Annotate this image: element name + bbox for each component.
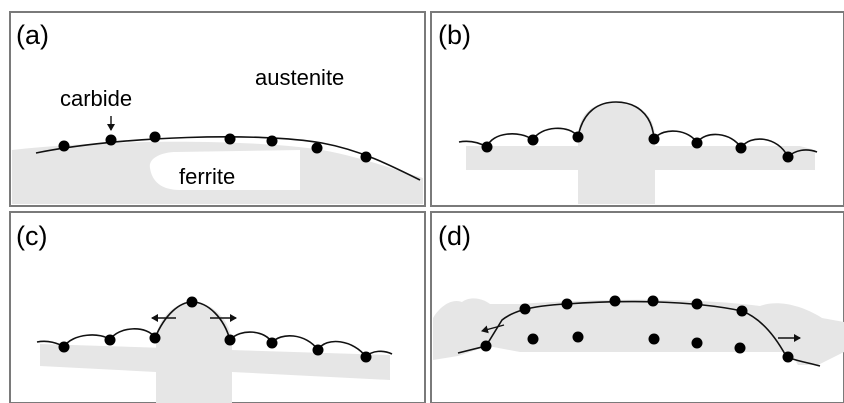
ferrite-bulge — [578, 102, 655, 170]
panel-c: (c) — [9, 211, 426, 403]
panel-d-label: (d) — [438, 221, 471, 251]
carbide-particle — [736, 305, 748, 317]
panel-a: (a) carbide austenite ferrite — [9, 11, 426, 207]
carbide-particle — [572, 131, 584, 143]
ferrite-label: ferrite — [179, 164, 235, 189]
ferrite-notch — [149, 150, 300, 190]
carbide-particle — [149, 332, 161, 344]
ferrite-region — [40, 344, 390, 403]
ferrite-region — [466, 146, 815, 204]
panel-b-label: (b) — [438, 20, 471, 50]
carbide-particle — [572, 331, 584, 343]
panel-c-label: (c) — [16, 221, 47, 251]
carbide-particle — [224, 133, 236, 145]
growth-arrow-left — [481, 324, 505, 334]
carbide-particle — [691, 298, 703, 310]
carbide-particle — [735, 142, 747, 154]
carbide-particle — [648, 333, 660, 345]
grain-boundary — [458, 101, 818, 159]
carbide-particle — [561, 298, 573, 310]
carbide-particle — [481, 141, 493, 153]
panel-d: (d) — [430, 211, 844, 403]
carbide-particle — [360, 151, 372, 163]
panel-a-label: (a) — [16, 20, 49, 50]
carbide-particle — [519, 303, 531, 315]
carbide-particle — [648, 133, 660, 145]
austenite-label: austenite — [255, 65, 344, 90]
carbide-particle — [266, 337, 278, 349]
carbide-particle — [782, 351, 794, 363]
carbide-particle — [734, 342, 746, 354]
carbide-particle — [360, 351, 372, 363]
carbide-particle — [691, 137, 703, 149]
carbide-particle — [609, 295, 621, 307]
grain-boundary — [36, 301, 393, 359]
carbide-particle — [104, 334, 116, 346]
carbide-particle — [312, 344, 324, 356]
carbide-label: carbide — [60, 86, 132, 111]
panel-b: (b) — [430, 11, 844, 207]
carbide-particle — [782, 151, 794, 163]
carbide-particle — [58, 341, 70, 353]
carbide-particle — [105, 134, 117, 146]
carbide-particle — [186, 296, 198, 308]
carbide-particle — [266, 135, 278, 147]
carbide-particle — [149, 131, 161, 143]
carbide-particle — [691, 337, 703, 349]
ferrite-bulge — [156, 302, 232, 372]
carbide-particle — [527, 333, 539, 345]
carbide-particle — [647, 295, 659, 307]
carbide-particle — [224, 334, 236, 346]
carbide-particle — [58, 140, 70, 152]
carbide-particle — [480, 340, 492, 352]
carbide-particle — [311, 142, 323, 154]
carbide-particle — [527, 134, 539, 146]
